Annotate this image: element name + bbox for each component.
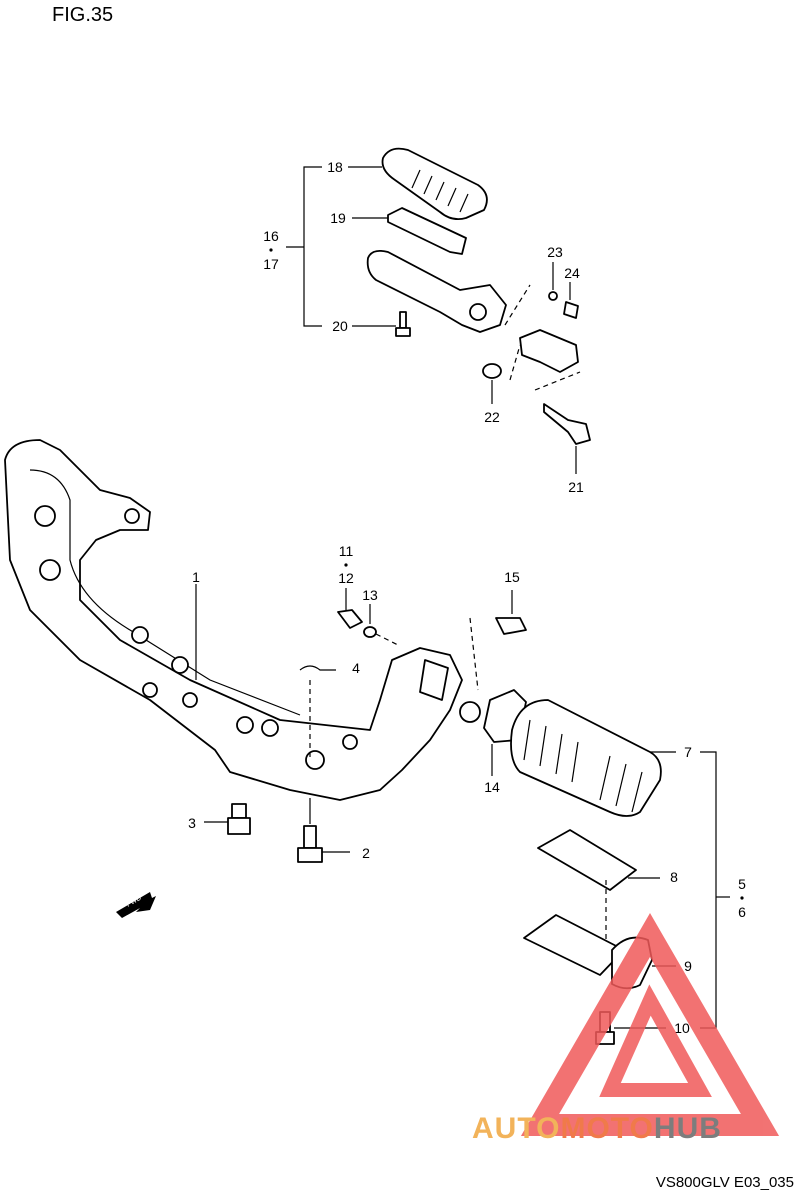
- watermark-moto: MOTO: [560, 1112, 654, 1145]
- callout-7: 7: [684, 744, 692, 760]
- callout-17: 17: [263, 256, 279, 272]
- footrest-plate-19: [387, 207, 467, 255]
- bolt-2: [297, 798, 350, 863]
- rear-footrest-group: [286, 147, 591, 474]
- footrest-rubber-7: [510, 699, 662, 817]
- figure-title: FIG.35: [52, 4, 114, 26]
- bolt-20: [399, 311, 407, 329]
- spring-24: [563, 301, 579, 319]
- footrest-rubber-18: [381, 147, 488, 221]
- callout-15: 15: [504, 569, 520, 585]
- callout-3: 3: [188, 815, 196, 831]
- callout-24: 24: [564, 265, 580, 281]
- footrest-bracket: [366, 249, 507, 333]
- callout-20: 20: [332, 318, 348, 334]
- callout-23: 23: [547, 244, 563, 260]
- callout-5: 5: [738, 876, 746, 892]
- callout-19: 19: [330, 210, 346, 226]
- callout-8: 8: [670, 869, 678, 885]
- watermark-auto: AUTO: [472, 1112, 561, 1145]
- ball-23: [548, 291, 558, 301]
- callout-10: 10: [674, 1020, 690, 1036]
- frame-bracket-group: [4, 439, 481, 801]
- callout-18: 18: [327, 159, 343, 175]
- callout-2: 2: [362, 845, 370, 861]
- callout-6: 6: [738, 904, 746, 920]
- bolt-11-12: [337, 588, 363, 629]
- footrest-base-plate: [523, 914, 625, 976]
- pin-15: [469, 590, 527, 691]
- washer-22: [482, 363, 502, 379]
- callout-11: 11: [339, 543, 354, 559]
- watermark-text: AUTOMOTOHUB: [472, 1112, 722, 1146]
- callout-22: 22: [484, 409, 500, 425]
- callout-13: 13: [362, 587, 378, 603]
- pin-4: [299, 665, 336, 671]
- callout-16: 16: [263, 228, 279, 244]
- bracket-16-17: [303, 166, 322, 327]
- callout-1: 1: [192, 569, 200, 585]
- callout-14: 14: [484, 779, 500, 795]
- figure-code: VS800GLV E03_035: [655, 1174, 794, 1191]
- callout-12: 12: [338, 570, 354, 586]
- bolt-3: [204, 803, 251, 835]
- frame-bracket-1: [4, 439, 463, 801]
- washer-13: [363, 604, 401, 647]
- bracket-5-6: [700, 751, 717, 1029]
- pivot-bolt-21: [543, 403, 591, 445]
- hinge-bracket: [519, 329, 579, 373]
- callout-21: 21: [568, 479, 584, 495]
- watermark-hub: HUB: [653, 1112, 722, 1145]
- callout-9: 9: [684, 958, 692, 974]
- callout-4: 4: [352, 660, 360, 676]
- fwd-arrow-icon: FWD: [116, 892, 156, 918]
- watermark-logo-icon: [520, 913, 780, 1136]
- footrest-plate-8: [537, 829, 637, 891]
